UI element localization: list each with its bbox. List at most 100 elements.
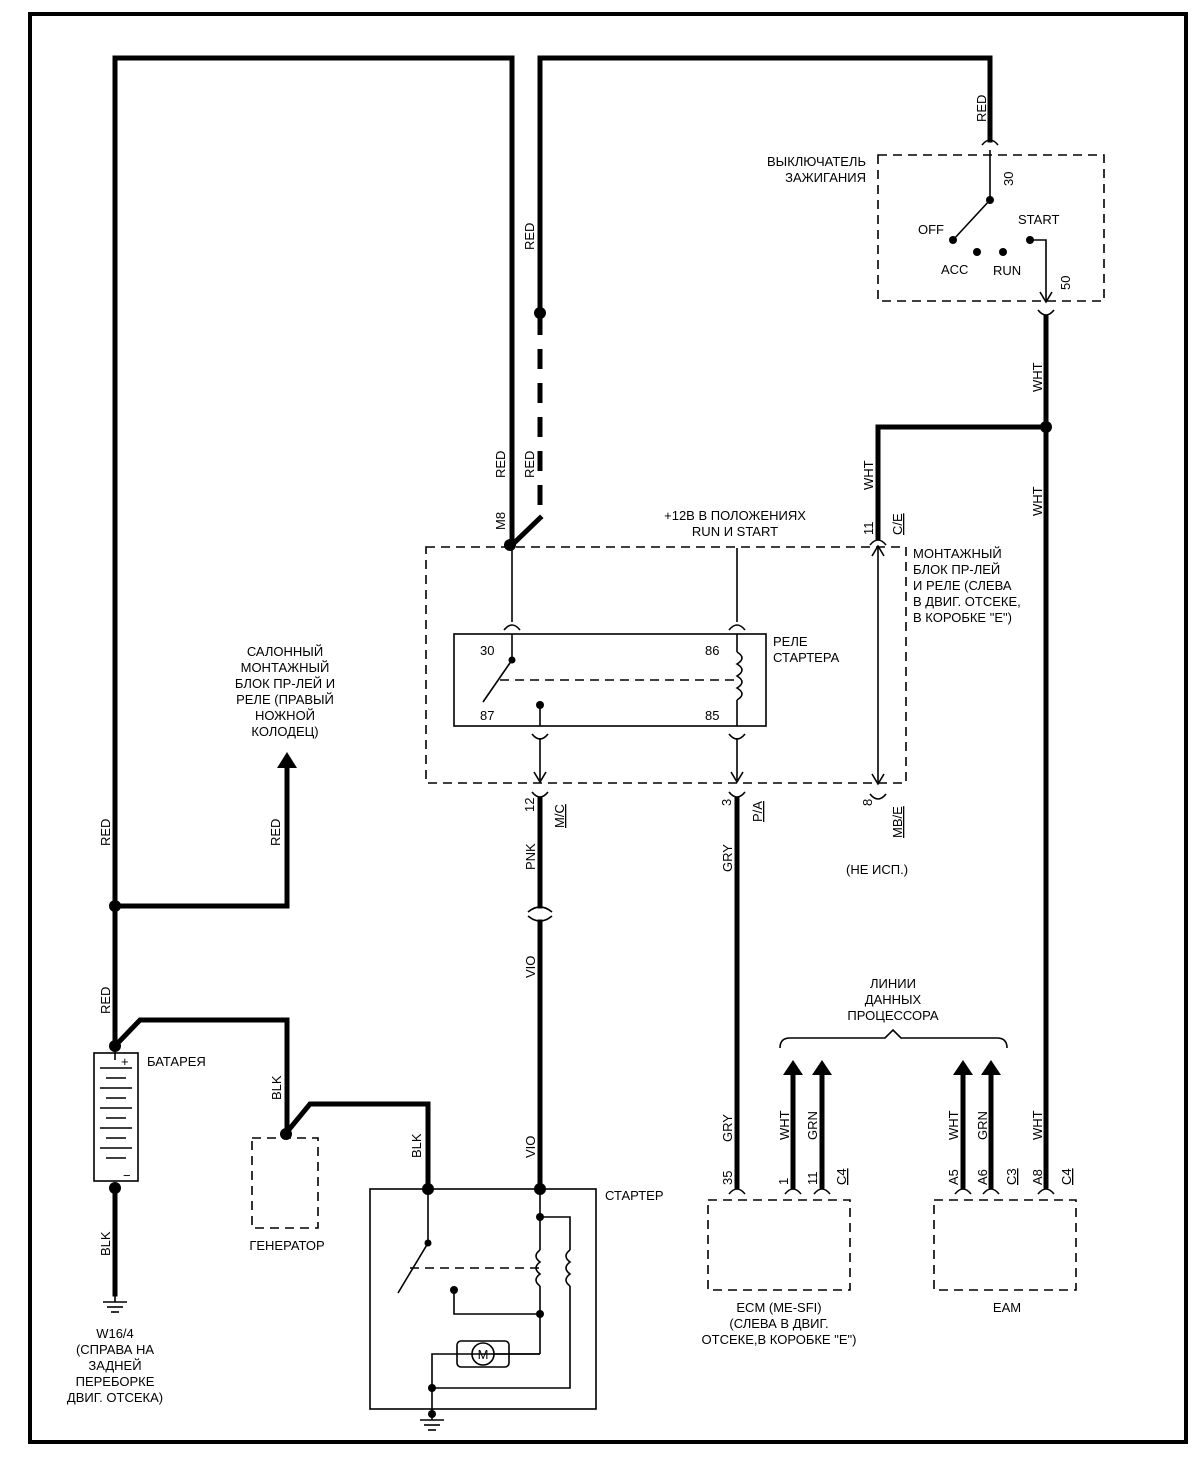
wire-label-gry: GRY <box>720 844 735 872</box>
ignition-switch-title: ВЫКЛЮЧАТЕЛЬ <box>767 154 866 169</box>
battery-plus: + <box>121 1054 129 1069</box>
splice-dot-generator <box>280 1128 292 1140</box>
data-lines-label: ДАННЫХ <box>865 992 922 1007</box>
fuse-relay-box <box>425 539 907 800</box>
switch-pin-30: 30 <box>1001 172 1016 186</box>
battery-label: БАТАРЕЯ <box>147 1054 206 1069</box>
fuse-box-label: В КОРОБКЕ "Е") <box>913 610 1012 625</box>
splice-dot <box>534 307 546 319</box>
switch-pos-off: OFF <box>918 222 944 237</box>
wire-label-wht: WHT <box>777 1110 792 1140</box>
starter-label: СТАРТЕР <box>605 1188 664 1203</box>
wire-label-wht: WHT <box>946 1110 961 1140</box>
starter-node <box>428 1384 436 1392</box>
eam-module <box>933 1188 1077 1291</box>
wire-label-vio: VIO <box>523 956 538 978</box>
connector-mbe: MB/E <box>890 806 905 838</box>
motor-label: M <box>478 1347 489 1362</box>
battery-feed-wire-left <box>112 55 515 1043</box>
pin-3: 3 <box>719 799 734 806</box>
battery-minus: − <box>123 1168 131 1183</box>
plus12-note: RUN И START <box>692 524 778 539</box>
ground-label: ПЕРЕБОРКЕ <box>76 1374 155 1389</box>
starter-node <box>536 1213 544 1221</box>
plus12-note: +12В В ПОЛОЖЕНИЯХ <box>664 508 806 523</box>
switch-pos-start: START <box>1018 212 1059 227</box>
wire-label-red: RED <box>98 987 113 1014</box>
relay-title: РЕЛЕ <box>773 634 808 649</box>
wire-blk-ground <box>103 1185 127 1313</box>
ecm-module <box>707 1188 851 1291</box>
fuse-box-label: БЛОК ПР-ЛЕЙ <box>913 562 1000 577</box>
wire-label-blk: BLK <box>98 1231 113 1256</box>
starter-node <box>428 1410 436 1418</box>
wire-label-grn: GRN <box>805 1111 820 1140</box>
ground-label: ЗАДНЕЙ <box>88 1358 141 1373</box>
wire-label-blk: BLK <box>269 1075 284 1100</box>
switch-pos-acc: ACC <box>941 262 968 277</box>
connector-pa: P/A <box>750 801 765 822</box>
starter-node <box>534 1183 546 1195</box>
ground-label: W16/4 <box>96 1326 134 1341</box>
generator <box>251 1137 319 1229</box>
splice-dot-m8 <box>504 539 516 551</box>
ecm-connector-c4: C4 <box>834 1168 849 1185</box>
splice-dot-wht <box>1040 421 1052 433</box>
wire-label-red: RED <box>522 223 537 250</box>
interior-box-label: РЕЛЕ (ПРАВЫЙ <box>236 692 334 707</box>
wire-label-wht: WHT <box>1030 362 1045 392</box>
interior-box-label: МОНТАЖНЫЙ <box>241 660 330 675</box>
eam-connector-c4: C4 <box>1059 1168 1074 1185</box>
wire-label-m8: M8 <box>493 512 508 530</box>
relay-pin-87: 87 <box>480 708 494 723</box>
eam-connector-c3: C3 <box>1004 1168 1019 1185</box>
splice-dot-ground <box>109 1182 121 1194</box>
wire-label-wht: WHT <box>1030 1110 1045 1140</box>
wire-label-red: RED <box>522 451 537 478</box>
wire-label-wht: WHT <box>861 460 876 490</box>
relay-title: СТАРТЕРА <box>773 650 840 665</box>
pin-8: 8 <box>860 799 875 806</box>
wire-blk-generator <box>111 1017 431 1192</box>
fuse-box-label: В ДВИГ. ОТСЕКЕ, <box>913 594 1021 609</box>
ecm-pin-35: 35 <box>720 1171 735 1185</box>
starter-relay <box>453 548 767 798</box>
connector-ce: C/E <box>890 513 905 535</box>
ecm-pin-11: 11 <box>805 1172 820 1186</box>
wire-label-grn: GRN <box>975 1111 990 1140</box>
wire-label-gry: GRY <box>720 1114 735 1142</box>
ecm-label: (СЛЕВА В ДВИГ. <box>729 1316 828 1331</box>
starter-node <box>422 1183 434 1195</box>
eam-label: EAM <box>993 1300 1021 1315</box>
generator-label: ГЕНЕРАТОР <box>249 1238 324 1253</box>
battery <box>93 1046 139 1182</box>
starter <box>369 1188 597 1431</box>
connector-mc: M/C <box>552 804 567 828</box>
wire-label-pnk: PNK <box>523 843 538 870</box>
switch-pos-run: RUN <box>993 263 1021 278</box>
interior-box-label: САЛОННЫЙ <box>247 644 323 659</box>
ignition-switch <box>877 139 1105 316</box>
wire-label-red: RED <box>98 819 113 846</box>
diagram-frame <box>28 12 1188 1444</box>
wire-label-blk: BLK <box>409 1133 424 1158</box>
eam-pin-a6: A6 <box>975 1169 990 1185</box>
not-used-note: (НЕ ИСП.) <box>846 862 908 877</box>
splice-dot-red <box>109 900 121 912</box>
data-lines-bracket <box>779 1028 1008 1049</box>
starter-node <box>536 1310 544 1318</box>
fuse-box-label: МОНТАЖНЫЙ <box>913 546 1002 561</box>
wire-pnk-vio <box>527 797 553 1192</box>
wire-label-red: RED <box>493 451 508 478</box>
data-lines-label: ПРОЦЕССОРА <box>847 1008 939 1023</box>
wire-wht-switch-out <box>875 315 1049 1189</box>
fuse-box-label: И РЕЛЕ (СЛЕВА <box>913 578 1012 593</box>
eam-data-wires <box>953 1060 1001 1189</box>
wire-label-vio: VIO <box>523 1136 538 1158</box>
wire-red-interior <box>112 752 297 909</box>
interior-box-label: БЛОК ПР-ЛЕЙ И <box>235 676 335 691</box>
ecm-data-wires <box>783 1060 832 1189</box>
ecm-pin-1: 1 <box>776 1178 791 1185</box>
ground-label: (СПРАВА НА <box>76 1342 154 1357</box>
